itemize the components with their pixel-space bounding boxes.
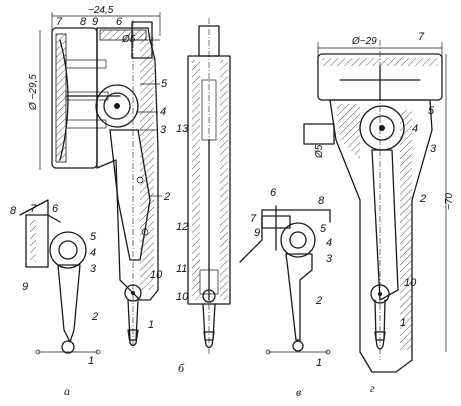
- dim-height-a: Ø ~29,5: [28, 74, 39, 111]
- label-10: 10: [150, 269, 163, 281]
- contact-tip-g: [374, 331, 386, 350]
- label-4: 4: [160, 106, 166, 118]
- label-g-7: 7: [418, 31, 425, 43]
- dim-width-g: Ø~29: [351, 36, 377, 47]
- label-v-1: 1: [316, 357, 322, 369]
- label-a-7: 7: [30, 203, 37, 215]
- detail-housing-a: [25, 214, 49, 268]
- contact-tip-a: [127, 329, 139, 347]
- label-v-5: 5: [320, 223, 327, 235]
- view-v: 6 8 7 9 5 4 3 2 1 в: [239, 187, 333, 399]
- dim-hole-g: Ø5: [314, 144, 325, 159]
- label-v-4: 4: [326, 237, 332, 249]
- label-6: 6: [116, 16, 123, 28]
- label-a-4: 4: [90, 247, 96, 259]
- detail-wheel-v: [280, 222, 316, 258]
- label-b-13: 13: [176, 123, 189, 135]
- detail-arm-v: [239, 209, 331, 263]
- label-5: 5: [161, 78, 168, 90]
- view-a: ~24,5 Ø ~29,5 Ø5: [28, 5, 170, 350]
- label-1: 1: [148, 319, 154, 331]
- detail-lever-v: [285, 253, 313, 341]
- label-a-3: 3: [90, 263, 97, 275]
- contact-tip-b: [203, 331, 215, 349]
- label-7: 7: [56, 16, 63, 28]
- label-a-5: 5: [90, 231, 97, 243]
- label-a-2: 2: [91, 311, 98, 323]
- label-g-10: 10: [404, 277, 417, 289]
- label-g-4: 4: [412, 123, 418, 135]
- caption-a: а: [64, 384, 70, 398]
- label-2: 2: [163, 191, 170, 203]
- label-g-3: 3: [430, 143, 437, 155]
- label-9: 9: [92, 16, 98, 28]
- view-g: Ø~29 Ø5 ~70 7 5 4 3 2 10: [303, 31, 455, 395]
- label-g-5: 5: [428, 105, 435, 117]
- label-v-8: 8: [318, 195, 325, 207]
- caption-b: б: [178, 361, 185, 375]
- detail-lever-a: [57, 264, 81, 343]
- label-g-1: 1: [400, 317, 406, 329]
- dim-hole-a: Ø5: [121, 34, 136, 45]
- detail-wheel-a: [49, 231, 87, 269]
- label-b-11: 11: [176, 263, 187, 275]
- detail-arm-a: [19, 199, 61, 223]
- label-b-12: 12: [176, 221, 188, 233]
- view-b: 13 12 11 10 б: [176, 18, 231, 375]
- label-a-6: 6: [52, 203, 59, 215]
- lever-g: [371, 149, 399, 301]
- pivot-wheel-a: [95, 84, 139, 128]
- dim-height-g: ~70: [444, 193, 455, 210]
- label-g-2: 2: [419, 193, 426, 205]
- label-v-3: 3: [326, 253, 333, 265]
- view-a-detail: 8 7 6 5 4 3 9 2 1 а: [10, 199, 101, 398]
- label-3: 3: [160, 124, 167, 136]
- caption-g: г: [370, 381, 375, 395]
- label-a-1: 1: [88, 355, 94, 367]
- label-b-10: 10: [176, 291, 189, 303]
- label-8: 8: [80, 16, 87, 28]
- side-stem-g: [303, 123, 335, 145]
- body-g: [329, 99, 433, 373]
- label-v-2: 2: [315, 295, 322, 307]
- label-v-6: 6: [270, 187, 277, 199]
- label-v-9: 9: [254, 227, 260, 239]
- label-v-7: 7: [250, 213, 257, 225]
- label-a-8: 8: [10, 205, 17, 217]
- dim-width-a: ~24,5: [88, 5, 114, 16]
- caption-v: в: [296, 385, 301, 399]
- label-a-9: 9: [22, 281, 28, 293]
